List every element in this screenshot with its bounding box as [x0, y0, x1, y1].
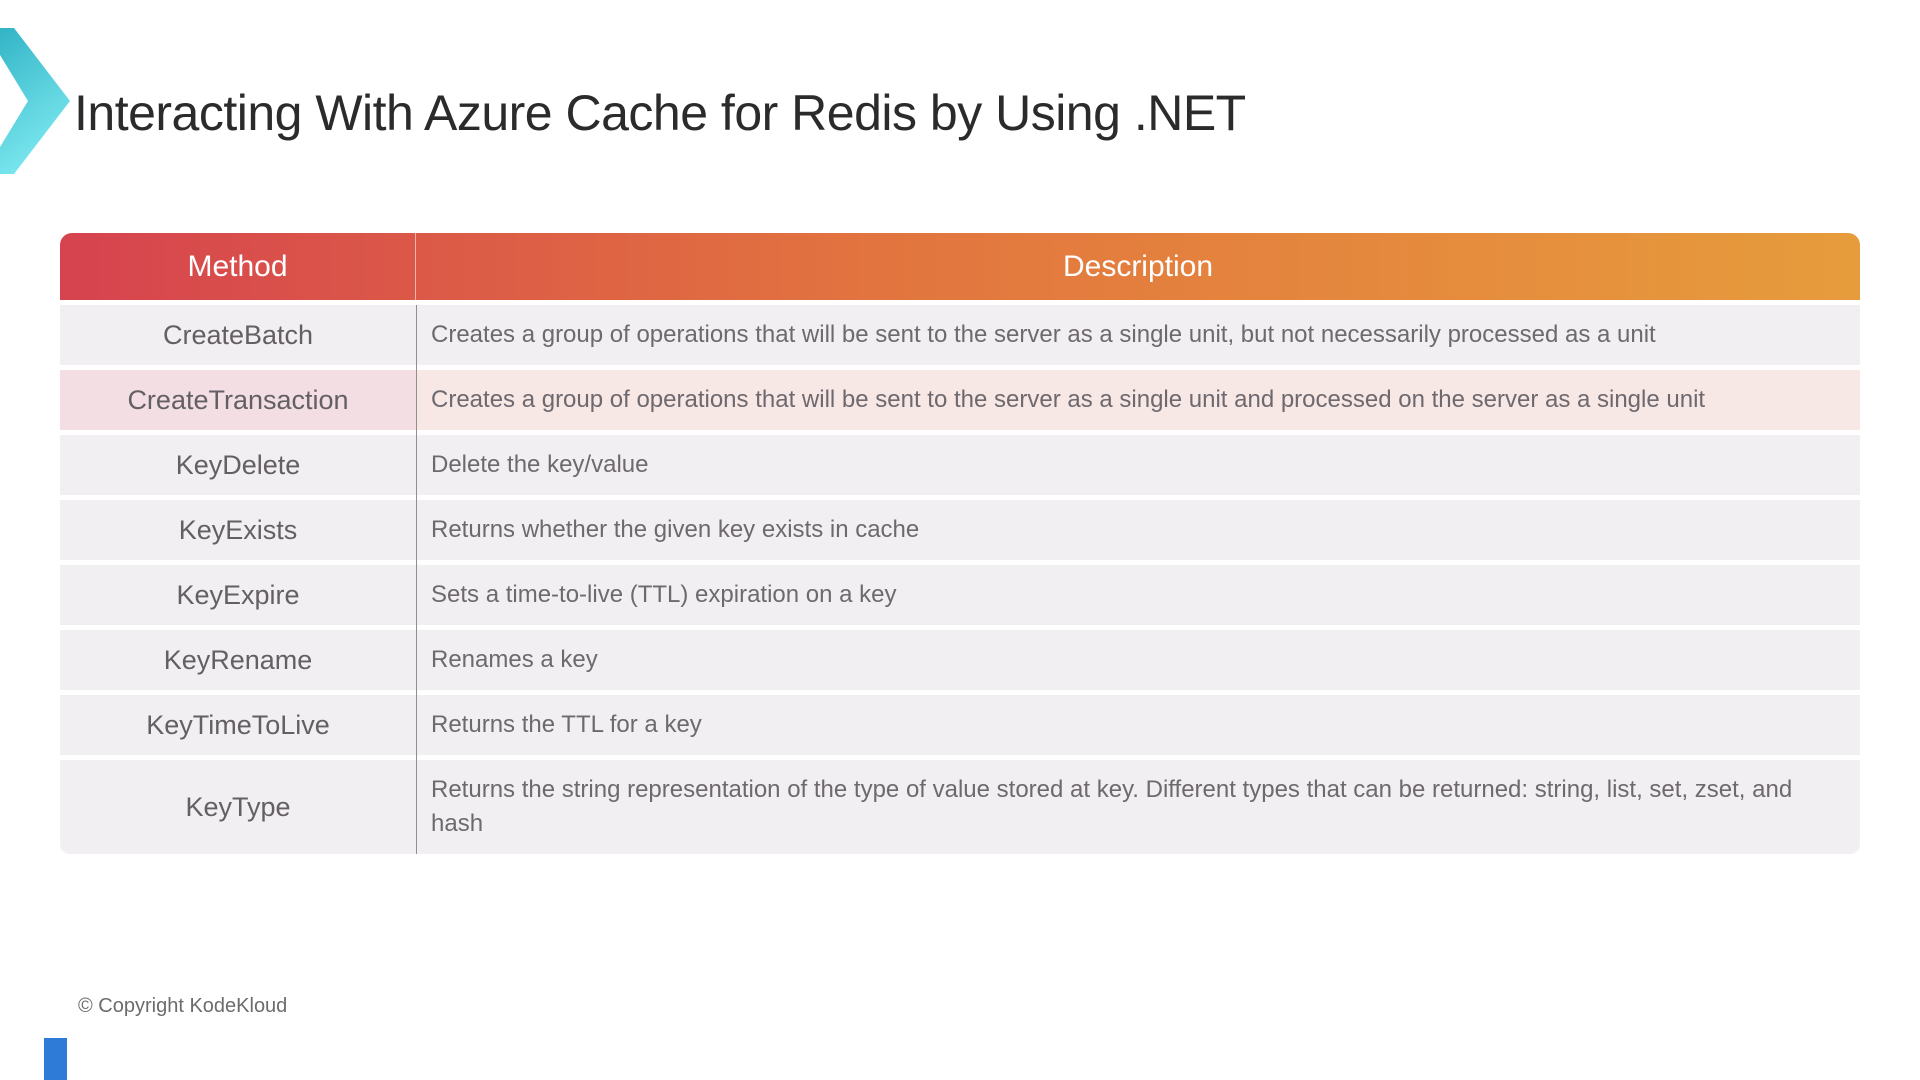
- method-cell: KeyExists: [178, 514, 298, 545]
- description-cell: Creates a group of operations that will …: [416, 370, 1860, 430]
- method-cell: CreateTransaction: [60, 370, 416, 430]
- description-cell: Creates a group of operations that will …: [431, 321, 1656, 348]
- method-cell: KeyDelete: [175, 449, 301, 480]
- table-row: KeyExpire Sets a time-to-live (TTL) expi…: [60, 565, 1860, 625]
- table-row: KeyDelete Delete the key/value: [60, 435, 1860, 495]
- method-cell: KeyType: [185, 791, 291, 822]
- table-row: KeyRename Renames a key: [60, 630, 1860, 690]
- description-cell: Sets a time-to-live (TTL) expiration on …: [431, 581, 897, 608]
- copyright-text: © Copyright KodeKloud: [78, 995, 288, 1017]
- corner-accent-bar: [44, 1038, 67, 1080]
- table-header-row: Method Description: [60, 233, 1860, 300]
- description-cell: Returns the string representation of the…: [431, 776, 1793, 837]
- description-cell: Renames a key: [431, 646, 598, 673]
- column-header-description: Description: [1062, 249, 1214, 283]
- method-cell: CreateBatch: [162, 319, 314, 350]
- table-row: KeyTimeToLive Returns the TTL for a key: [60, 695, 1860, 755]
- description-cell: Delete the key/value: [431, 451, 649, 478]
- methods-table: Method Description CreateBatch Creates a…: [60, 233, 1860, 854]
- table-row: CreateBatch Creates a group of operation…: [60, 305, 1860, 365]
- table-row: KeyType Returns the string representatio…: [60, 760, 1860, 854]
- description-cell: Returns whether the given key exists in …: [431, 516, 920, 543]
- kodekloud-logo-chevron-icon: [0, 28, 70, 174]
- description-cell: Returns the TTL for a key: [431, 711, 702, 738]
- method-cell: KeyRename: [163, 644, 313, 675]
- method-cell: KeyExpire: [176, 579, 300, 610]
- table-row: KeyExists Returns whether the given key …: [60, 500, 1860, 560]
- column-divider: [416, 305, 417, 854]
- page-title: Interacting With Azure Cache for Redis b…: [74, 85, 1246, 141]
- method-cell: KeyTimeToLive: [146, 709, 330, 740]
- table-row: CreateTransaction Creates a group of ope…: [60, 370, 1860, 430]
- column-header-method: Method: [60, 233, 416, 300]
- table-body: CreateBatch Creates a group of operation…: [60, 305, 1860, 854]
